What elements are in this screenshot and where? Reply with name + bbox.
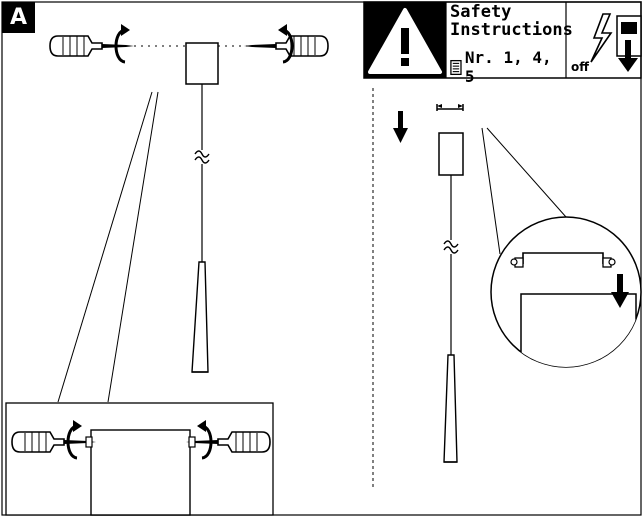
power-disconnect-icon <box>590 13 642 72</box>
safety-banner <box>363 1 642 79</box>
rotate-arrow-icon <box>114 22 132 64</box>
screwdriver-icon <box>49 35 135 57</box>
safety-title-line: Instructions <box>450 20 573 41</box>
pendant-shade <box>443 354 458 463</box>
cable-break-icon <box>443 240 459 254</box>
cable-break-icon <box>194 150 210 164</box>
down-arrow-icon <box>393 111 408 143</box>
screwdriver-icon <box>243 35 329 57</box>
safety-title-line: Safety <box>450 2 512 22</box>
ceiling-canopy <box>185 42 219 85</box>
ceiling-canopy <box>438 132 464 176</box>
bracket-detail-inset <box>490 216 642 368</box>
manual-page-icon <box>450 59 462 75</box>
canopy-detail-inset <box>5 402 274 516</box>
warning-triangle-icon <box>368 8 442 74</box>
step-label: A <box>2 2 35 33</box>
safety-title: Safety Instructions <box>450 2 573 41</box>
power-state-label: off <box>571 60 589 74</box>
pendant-shade <box>191 261 209 373</box>
down-arrow-icon <box>611 274 629 308</box>
safety-reference: Nr. 1, 4, 5 <box>450 48 562 86</box>
safety-reference-text: Nr. 1, 4, 5 <box>464 48 552 86</box>
